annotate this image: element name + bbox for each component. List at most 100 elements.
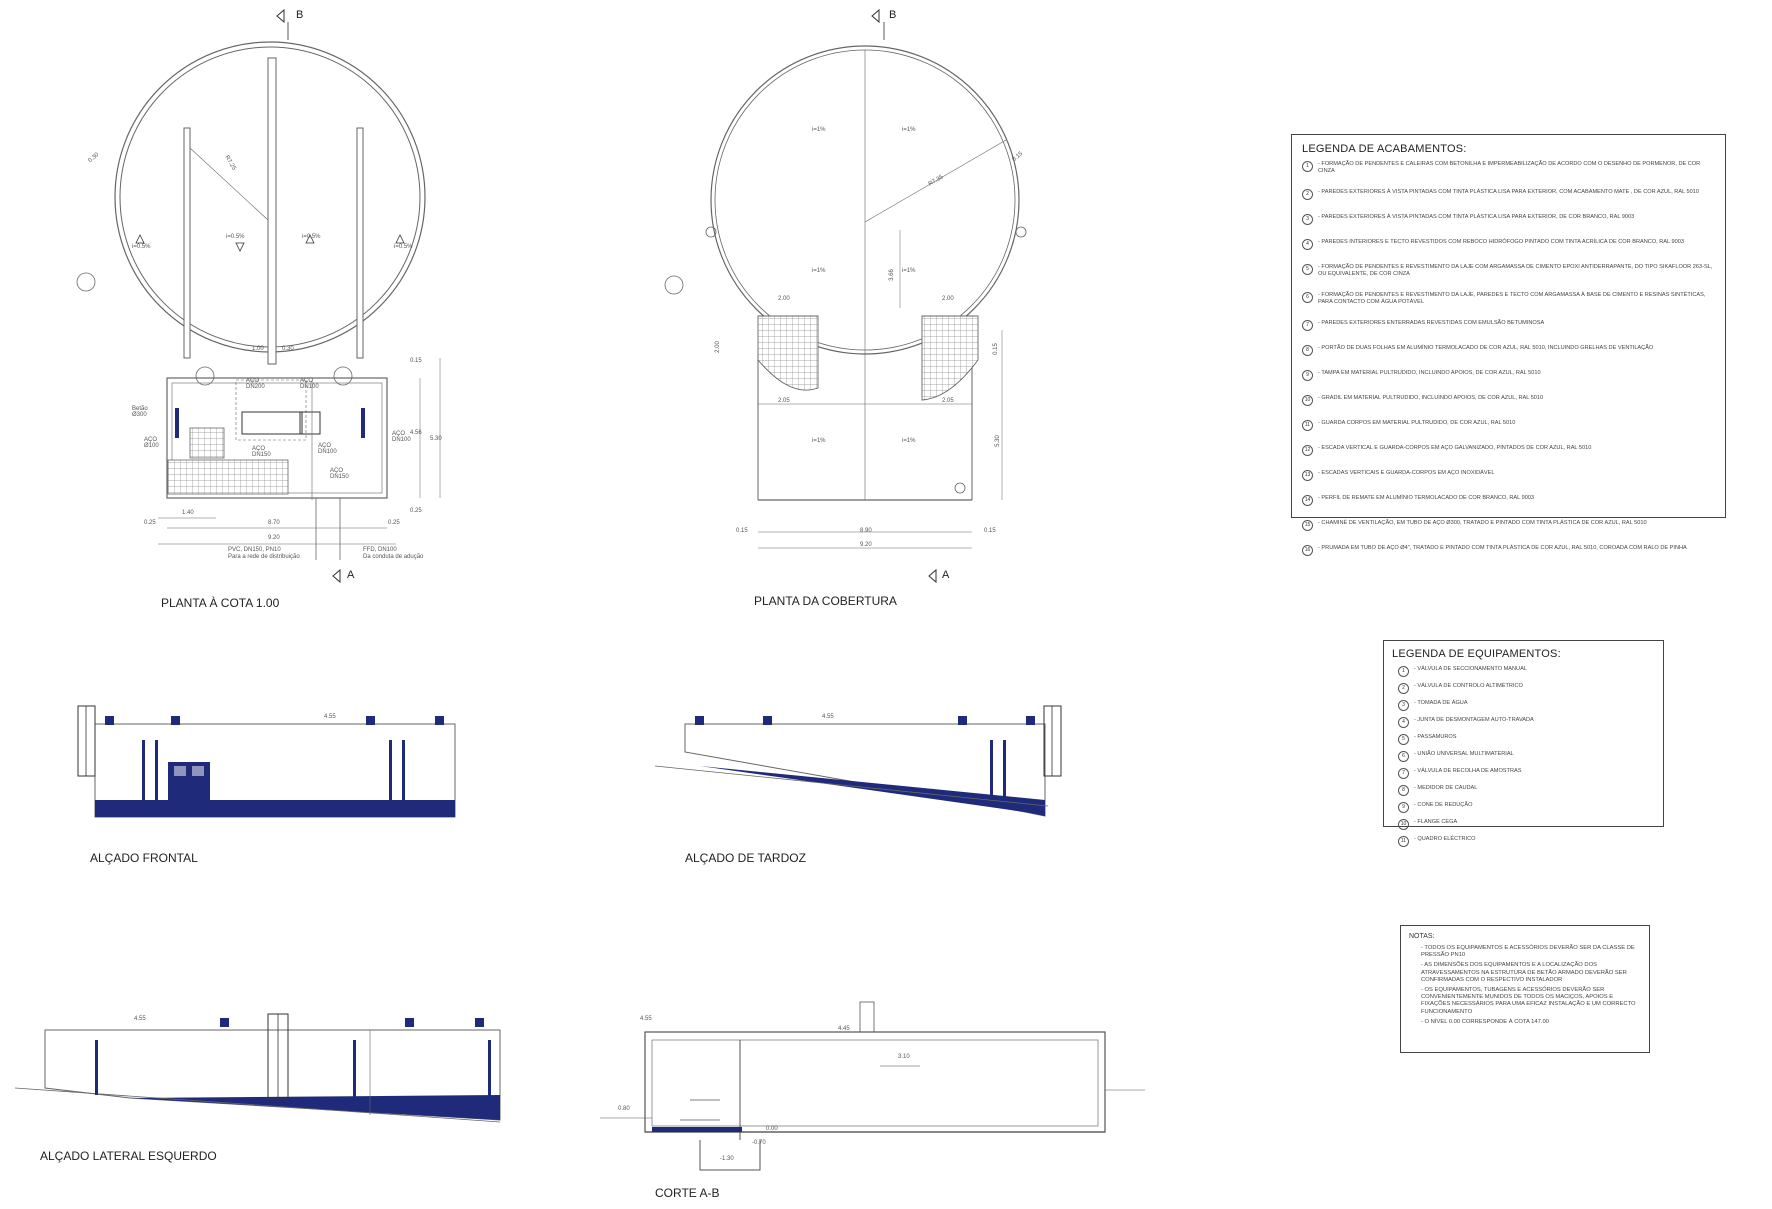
legend-finish-item: 11- GUARDA CORPOS EM MATERIAL PULTRUDIDO… bbox=[1302, 420, 1715, 431]
legend-finish-text: - TAMPA EM MATERIAL PULTRUDIDO, INCLUIND… bbox=[1318, 370, 1541, 376]
section-level-130: -1.30 bbox=[720, 1156, 734, 1162]
legend-finish-text: - PRUMADA EM TUBO DE AÇO Ø4", TRATADO E … bbox=[1318, 545, 1687, 551]
legend-number-badge: 15 bbox=[1302, 520, 1313, 531]
section-mark-a-1: A bbox=[347, 569, 355, 581]
external-ladder bbox=[77, 705, 96, 777]
legend-finishes: LEGENDA DE ACABAMENTOS: 1 - FORMAÇÃO DE P… bbox=[1291, 134, 1726, 556]
legend-number-badge: 3 bbox=[1302, 214, 1313, 225]
section-level-310: 3.10 bbox=[898, 1054, 910, 1060]
baffle-wall-left bbox=[183, 127, 191, 359]
legend-finish-item: 15 - CHAMINÉ DE VENTILAÇÃO, EM TUBO DE AÇ… bbox=[1302, 520, 1715, 531]
plan2-d366: 3.66 bbox=[888, 269, 895, 281]
legend-finish-text: - ESCADA VERTICAL E GUARDA-CORPOS EM AÇO… bbox=[1318, 445, 1592, 451]
front-elevation bbox=[77, 705, 456, 818]
legend-finish-item: 16 - PRUMADA EM TUBO DE AÇO Ø4", TRATADO … bbox=[1302, 545, 1715, 556]
section-level-080: 0.80 bbox=[618, 1106, 630, 1112]
section-mark-a-2: A bbox=[942, 569, 950, 581]
note-item: - OS EQUIPAMENTOS, TUBAGENS E ACESSÓRIOS… bbox=[1421, 987, 1636, 1015]
legend-finish-text: - FORMAÇÃO DE PENDENTES E REVESTIMENTO D… bbox=[1318, 292, 1706, 305]
legend-equipment-text: - TOMADA DE ÁGUA bbox=[1414, 700, 1468, 706]
plan1-d025b: 0.25 bbox=[144, 520, 156, 526]
plan1-betao: Betão Ø300 bbox=[132, 406, 148, 418]
plan1-slope-2: i=0.5% bbox=[226, 234, 245, 240]
legend-finish-item: 7- PAREDES EXTERIORES ENTERRADAS REVESTI… bbox=[1302, 320, 1715, 331]
view-title-front-elev: ALÇADO FRONTAL bbox=[90, 851, 198, 865]
legend-finish-text: - PAREDES EXTERIORES ENTERRADAS REVESTID… bbox=[1318, 320, 1545, 326]
plan2-d200b: 2.00 bbox=[942, 296, 954, 302]
legend-finish-text: - FORMAÇÃO DE PENDENTES E CALEIRAS COM B… bbox=[1318, 161, 1701, 174]
legend-number-badge: 6 bbox=[1302, 292, 1313, 303]
legend-finish-text: - PAREDES EXTERIORES À VISTA PINTADAS CO… bbox=[1318, 189, 1699, 195]
plan2-slope-3: i=1% bbox=[812, 268, 826, 274]
plan2-d015c: 0.15 bbox=[736, 528, 748, 534]
notes-list: - TODOS OS EQUIPAMENTOS E ACESSÓRIOS DEV… bbox=[1409, 945, 1641, 1026]
legend-finishes-list: 1 - FORMAÇÃO DE PENDENTES E CALEIRAS COM … bbox=[1302, 161, 1715, 556]
plan2-slope-6: i=1% bbox=[902, 438, 916, 444]
legend-number-badge: 4 bbox=[1398, 717, 1409, 728]
view-title-section: CORTE A-B bbox=[655, 1186, 720, 1200]
plan2-d200a: 2.00 bbox=[778, 296, 790, 302]
legend-number-badge: 16 bbox=[1302, 545, 1313, 556]
plan2-slope-1: i=1% bbox=[812, 127, 826, 133]
legend-equipment-text: - PASSAMUROS bbox=[1414, 734, 1457, 740]
legend-finish-item: 9- TAMPA EM MATERIAL PULTRUDIDO, INCLUIN… bbox=[1302, 370, 1715, 381]
plan2-slope-2: i=1% bbox=[902, 127, 916, 133]
legend-equipment-item: 10- FLANGE CEGA bbox=[1398, 819, 1655, 830]
legend-equipment-item: 2- VÁLVULA DE CONTROLO ALTIMÉTRICO bbox=[1398, 683, 1655, 694]
plan2-slope-5: i=1% bbox=[812, 438, 826, 444]
legend-finish-item: 1 - FORMAÇÃO DE PENDENTES E CALEIRAS COM … bbox=[1302, 161, 1715, 175]
legend-number-badge: 14 bbox=[1302, 495, 1313, 506]
plan1-aco-dn100b: AÇO DN100 bbox=[318, 443, 337, 455]
legend-equipment-text: - VÁLVULA DE RECOLHA DE AMOSTRAS bbox=[1414, 768, 1522, 774]
plan2-d920: 9.20 bbox=[860, 542, 872, 548]
plan1-d920: 9.20 bbox=[268, 535, 280, 541]
legend-equipment-item: 8- MEDIDOR DE CAUDAL bbox=[1398, 785, 1655, 796]
legend-number-badge: 1 bbox=[1398, 666, 1409, 677]
view-title-plan-roof: PLANTA DA COBERTURA bbox=[754, 594, 897, 608]
legend-finish-item: 6 - FORMAÇÃO DE PENDENTES E REVESTIMENTO … bbox=[1302, 292, 1715, 306]
note-item: - O NÍVEL 0.00 CORRESPONDE À COTA 147.00 bbox=[1421, 1018, 1549, 1025]
section-mark-b-1: B bbox=[296, 9, 304, 21]
legend-finish-item: 4- PAREDES INTERIORES E TECTO REVESTIDOS… bbox=[1302, 239, 1715, 250]
legend-finish-item: 10- GRADIL EM MATERIAL PULTRUDIDO, INCLU… bbox=[1302, 395, 1715, 406]
legend-number-badge: 8 bbox=[1398, 785, 1409, 796]
legend-equipment-text: - UNIÃO UNIVERSAL MULTIMATERIAL bbox=[1414, 751, 1514, 757]
notes-box: NOTAS: - TODOS OS EQUIPAMENTOS E ACESSÓR… bbox=[1400, 925, 1650, 1053]
legend-finish-item: 12- ESCADA VERTICAL E GUARDA-CORPOS EM A… bbox=[1302, 445, 1715, 456]
legend-equipment-item: 7- VÁLVULA DE RECOLHA DE AMOSTRAS bbox=[1398, 768, 1655, 779]
notes-title: NOTAS: bbox=[1409, 933, 1435, 940]
plan1-slope-3: i=0.5% bbox=[302, 234, 321, 240]
section-level-445: 4.45 bbox=[838, 1026, 850, 1032]
plan1-d025a: 0.25 bbox=[410, 508, 422, 514]
section-level-070: -0.70 bbox=[752, 1140, 766, 1146]
legend-finish-text: - CHAMINÉ DE VENTILAÇÃO, EM TUBO DE AÇO … bbox=[1318, 520, 1647, 526]
legend-number-badge: 1 bbox=[1302, 161, 1313, 172]
legend-equipment-item: 9- CONE DE REDUÇÃO bbox=[1398, 802, 1655, 813]
section-outer bbox=[644, 1031, 1106, 1133]
back-level: 4.55 bbox=[822, 714, 834, 720]
note-item: - AS DIMENSÕES DOS EQUIPAMENTOS E A LOCA… bbox=[1421, 962, 1627, 983]
legend-equipment: LEGENDA DE EQUIPAMENTOS: 1- VÁLVULA DE S… bbox=[1383, 640, 1664, 847]
back-elevation bbox=[654, 705, 1062, 817]
view-title-plan-level: PLANTA À COTA 1.00 bbox=[161, 596, 280, 610]
plan2-d015b: 0.15 bbox=[992, 343, 999, 355]
section-level-000: 0.00 bbox=[766, 1126, 778, 1132]
floor-grate bbox=[167, 459, 289, 495]
legend-finish-text: - ESCADAS VERTICAIS E GUARDA-CORPOS EM A… bbox=[1318, 470, 1495, 476]
plan2-d015d: 0.15 bbox=[984, 528, 996, 534]
plan1-slope-4: i=0.5% bbox=[394, 244, 413, 250]
legend-finish-item: 3- PAREDES EXTERIORES À VISTA PINTADAS C… bbox=[1302, 214, 1715, 225]
front-level: 4.55 bbox=[324, 714, 336, 720]
hatch-cover-right bbox=[921, 315, 979, 401]
legend-number-badge: 13 bbox=[1302, 470, 1313, 481]
plan1-aco-dn150b: AÇO DN150 bbox=[330, 468, 349, 480]
legend-number-badge: 2 bbox=[1398, 683, 1409, 694]
note-item: - TODOS OS EQUIPAMENTOS E ACESSÓRIOS DEV… bbox=[1421, 945, 1635, 959]
legend-equipment-item: 5- PASSAMUROS bbox=[1398, 734, 1655, 745]
legend-number-badge: 11 bbox=[1302, 420, 1313, 431]
legend-finishes-title: LEGENDA DE ACABAMENTOS: bbox=[1302, 143, 1467, 155]
legend-equipment-item: 3- TOMADA DE ÁGUA bbox=[1398, 700, 1655, 711]
plan1-d456: 4.56 bbox=[410, 430, 422, 436]
plan1-pvc-sub: Para a rede de distribuição bbox=[228, 554, 300, 560]
